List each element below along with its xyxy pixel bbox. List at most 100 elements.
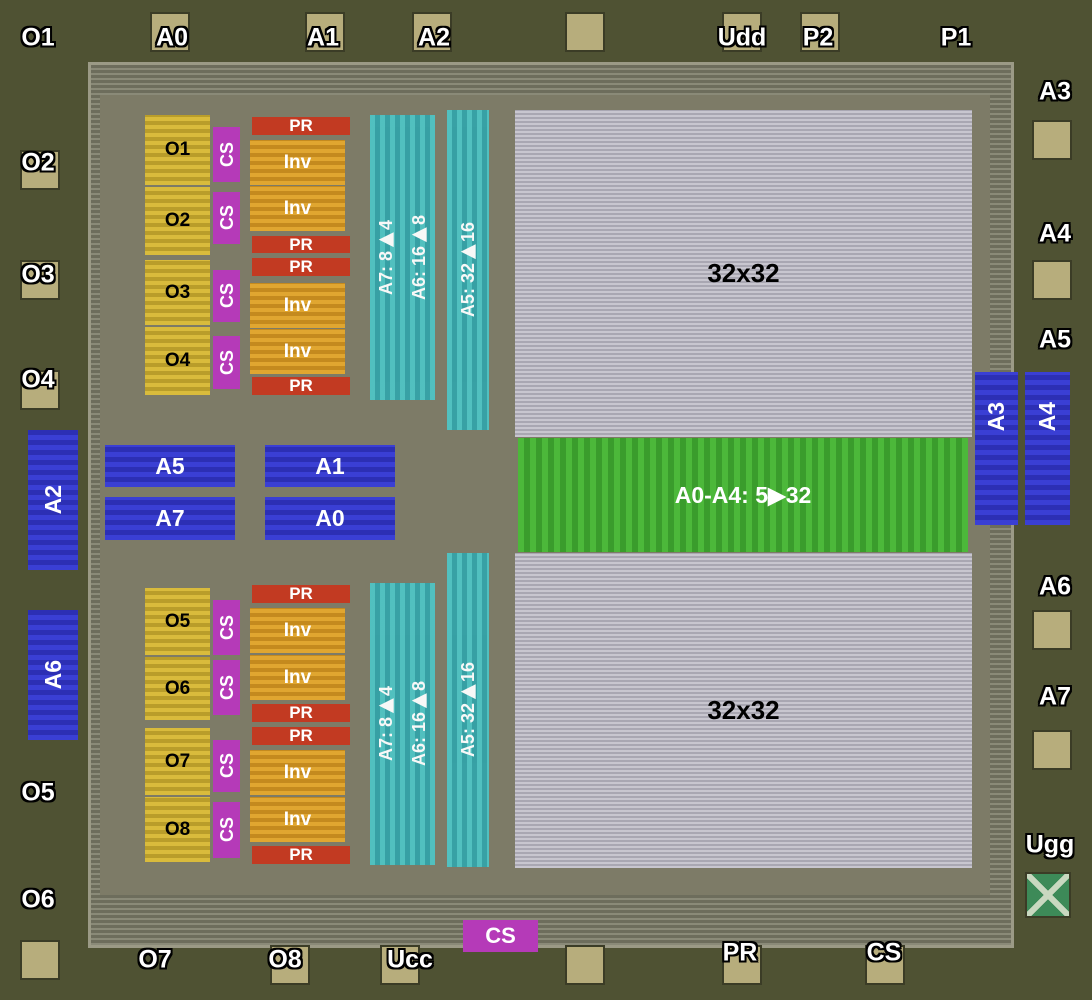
- cs-block-bottom: CS: [463, 920, 538, 952]
- inverter-block: Inv: [250, 750, 345, 795]
- address-buffer-a6: A6: [28, 610, 78, 740]
- inverter-block: Inv: [250, 797, 345, 842]
- ugg-pad-x: [1025, 872, 1071, 918]
- pad-label-ucc: Ucc: [387, 945, 433, 974]
- bond-pad: [412, 12, 452, 52]
- address-buffer-a5: A5: [105, 445, 235, 487]
- address-buffer-a7: A7: [105, 497, 235, 540]
- pad-label-a7: A7: [1039, 682, 1071, 711]
- inverter-block: Inv: [250, 140, 345, 185]
- pad-label-p1: P1: [940, 23, 972, 52]
- pad-label-a2: A2: [418, 23, 450, 52]
- pr-block: PR: [252, 257, 350, 276]
- pad-label-a0: A0: [156, 23, 188, 52]
- inverter-block: Inv: [250, 186, 345, 231]
- cs-block: CS: [213, 336, 240, 389]
- column-decoder-a7-a6-top: A7: 8▶4 A6: 16▶8: [370, 115, 435, 400]
- pad-label-udd: Udd: [717, 23, 767, 52]
- inverter-block: Inv: [250, 283, 345, 328]
- address-buffer-a4: A4: [1025, 372, 1070, 525]
- address-buffer-a0: A0: [265, 497, 395, 540]
- array-label: 32x32: [707, 258, 780, 288]
- bond-pad: [270, 945, 310, 985]
- pad-label-o2: O2: [21, 148, 55, 177]
- output-driver: O4: [145, 327, 210, 395]
- bond-pad: [150, 12, 190, 52]
- pad-label-o8: O8: [268, 945, 302, 974]
- array-label: 32x32: [707, 695, 780, 725]
- row-decoder-label: A0-A4: 5▶32: [674, 481, 812, 508]
- cs-block: CS: [213, 127, 240, 182]
- cs-block: CS: [213, 270, 240, 322]
- pad-label-cs: CS: [866, 938, 902, 967]
- address-buffer-a1: A1: [265, 445, 395, 487]
- memory-array-bottom: 32x32: [515, 553, 972, 868]
- bond-pad: [800, 12, 840, 52]
- decoder-label-a5: A5: 32▶16: [458, 662, 478, 758]
- bond-pad: [722, 12, 762, 52]
- column-decoder-a7-a6-bottom: A7: 8▶4 A6: 16▶8: [370, 583, 435, 865]
- pad-label-o5: O5: [21, 778, 55, 807]
- pad-label-a3: A3: [1039, 77, 1071, 106]
- output-driver: O5: [145, 588, 210, 655]
- output-driver: O6: [145, 657, 210, 720]
- inverter-block: Inv: [250, 608, 345, 653]
- pad-label-ugg: Ugg: [1025, 830, 1075, 859]
- decoder-label-a7: A7: 8▶4: [376, 219, 397, 296]
- inverter-block: Inv: [250, 329, 345, 374]
- bond-pad: [1032, 120, 1072, 160]
- pad-label-pr: PR: [722, 938, 758, 967]
- bond-pad: [20, 260, 60, 300]
- pr-block: PR: [252, 235, 350, 254]
- inverter-block: Inv: [250, 655, 345, 700]
- output-driver: O3: [145, 260, 210, 325]
- decoder-label-a6: A6: 16▶8: [408, 681, 429, 767]
- bond-pad: [565, 12, 605, 52]
- decoder-label-a5: A5: 32▶16: [458, 222, 478, 318]
- pr-block: PR: [252, 703, 350, 722]
- bond-pad: [1032, 610, 1072, 650]
- pad-label-a6: A6: [1039, 572, 1071, 601]
- row-decoder: A0-A4: 5▶32: [518, 438, 968, 552]
- bond-pad: [1032, 730, 1072, 770]
- output-driver: O1: [145, 115, 210, 185]
- pr-block: PR: [252, 584, 350, 603]
- pad-label-o3: O3: [21, 260, 55, 289]
- cs-block: CS: [213, 600, 240, 655]
- cs-block: CS: [213, 192, 240, 244]
- pad-label-a4: A4: [1039, 219, 1071, 248]
- pad-label-p2: P2: [802, 23, 834, 52]
- cs-block: CS: [213, 740, 240, 792]
- pad-label-o7: O7: [138, 945, 172, 974]
- pad-label-a5: A5: [1039, 325, 1071, 354]
- bond-pad: [1032, 260, 1072, 300]
- cs-block: CS: [213, 660, 240, 715]
- pad-label-a1: A1: [307, 23, 339, 52]
- bond-pad: [20, 370, 60, 410]
- bond-pad: [380, 945, 420, 985]
- decoder-label-a6: A6: 16▶8: [408, 214, 429, 301]
- bond-pad: [565, 945, 605, 985]
- address-buffer-a2: A2: [28, 430, 78, 570]
- pr-block: PR: [252, 116, 350, 135]
- pad-label-o6: O6: [21, 885, 55, 914]
- pad-label-o4: O4: [21, 365, 55, 394]
- bond-pad: [20, 940, 60, 980]
- output-driver: O8: [145, 797, 210, 862]
- cs-block: CS: [213, 802, 240, 858]
- pr-block: PR: [252, 726, 350, 745]
- memory-array-top: 32x32: [515, 110, 972, 437]
- bond-pad: [722, 945, 762, 985]
- decoder-label-a7: A7: 8▶4: [376, 686, 397, 762]
- bond-pad: [20, 150, 60, 190]
- bond-pad: [305, 12, 345, 52]
- address-buffer-a3: A3: [975, 372, 1018, 525]
- pad-label-o1: O1: [21, 23, 55, 52]
- column-decoder-a5-top: A5: 32▶16: [447, 110, 489, 430]
- output-driver: O7: [145, 728, 210, 795]
- output-driver: O2: [145, 187, 210, 255]
- pr-block: PR: [252, 845, 350, 864]
- column-decoder-a5-bottom: A5: 32▶16: [447, 553, 489, 867]
- bond-pad: [865, 945, 905, 985]
